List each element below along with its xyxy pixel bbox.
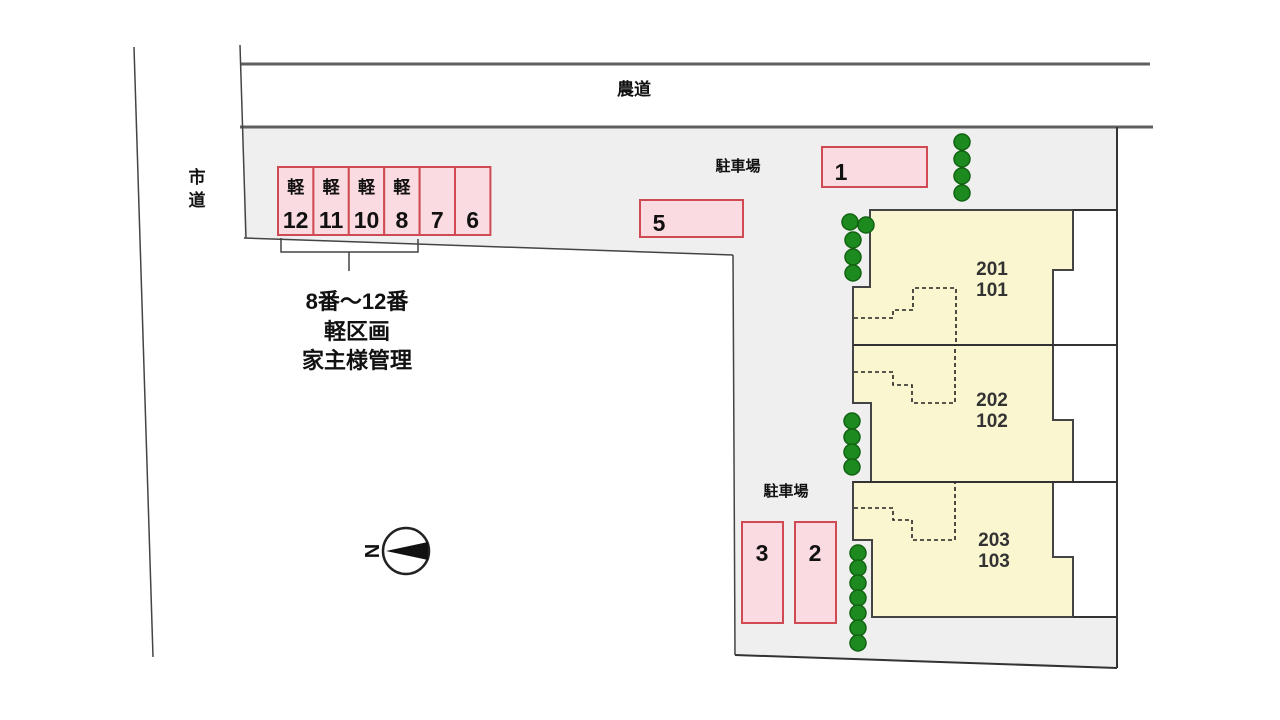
apartment-building: 201 101 202 102 203 103	[852, 209, 1117, 618]
entrance-steps-unit1	[854, 287, 957, 345]
unit-103-label: 103	[978, 551, 1010, 572]
parking-space-6	[454, 166, 492, 236]
annotation-line2: 軽区画	[324, 319, 390, 344]
parking-space-1	[821, 146, 928, 188]
building-outline	[852, 209, 1074, 618]
compass-north-letter: N	[362, 544, 384, 558]
space-number-3: 3	[756, 540, 769, 566]
parking-space-5-group: 5	[639, 199, 744, 238]
lower-parking-label: 駐車場	[763, 482, 808, 500]
annotation-brace	[280, 238, 419, 271]
property-boundary	[243, 127, 1118, 669]
tree-icon	[849, 619, 867, 637]
city-road-label-char2: 道	[189, 190, 206, 210]
boundary-upper-slant	[243, 237, 734, 256]
kei-tag-10: 軽	[358, 177, 376, 197]
unit-202-label: 202	[976, 390, 1008, 411]
parking-space-3-group: 3	[741, 521, 784, 624]
tree-icon	[857, 216, 875, 234]
farm-road: 農道	[239, 44, 1153, 239]
tree-icon	[849, 574, 867, 592]
tree-icon	[843, 412, 861, 430]
space-number-7: 7	[431, 207, 444, 233]
space-number-5: 5	[653, 210, 666, 236]
tree-icon	[843, 443, 861, 461]
tree-icon	[953, 184, 971, 202]
space-number-8: 8	[396, 207, 409, 233]
tree-icon	[843, 428, 861, 446]
parking-space-11	[312, 166, 350, 236]
tree-icon	[844, 231, 862, 249]
parking-space-12	[277, 166, 315, 236]
unit-203-label: 203	[978, 530, 1010, 551]
kei-annotation: 8番～12番 軽区画 家主様管理	[280, 238, 419, 373]
boundary-left-lower	[732, 254, 736, 656]
east-yard	[1053, 210, 1117, 617]
tree-icon	[844, 264, 862, 282]
space-number-2: 2	[809, 540, 822, 566]
city-road-line	[133, 46, 154, 658]
tree-icon	[849, 634, 867, 652]
kei-tag-12: 軽	[287, 177, 305, 197]
parking-space-1-group: 1	[821, 146, 928, 188]
tree-icon	[953, 150, 971, 168]
space-number-11: 11	[319, 207, 344, 233]
space-number-12: 12	[283, 207, 309, 233]
trees	[841, 133, 971, 652]
entrance-steps-unit3	[854, 482, 956, 541]
annotation-line1: 8番～12番	[306, 289, 410, 314]
tree-icon	[849, 544, 867, 562]
tree-icon	[953, 133, 971, 151]
entrance-steps-unit2	[854, 345, 956, 404]
compass-needle-icon	[386, 542, 428, 560]
farm-road-label: 農道	[617, 79, 651, 99]
kei-tag-8: 軽	[393, 177, 411, 197]
compass: N	[362, 526, 431, 576]
tree-icon	[953, 167, 971, 185]
city-road-label-char1: 市	[189, 167, 206, 187]
unit-201-label: 201	[976, 259, 1008, 280]
space-number-10: 10	[354, 207, 380, 233]
boundary-bottom	[734, 654, 1118, 669]
space-number-6: 6	[466, 207, 479, 233]
unit-101-label: 101	[976, 280, 1008, 301]
parking-space-2	[794, 521, 837, 624]
tree-icon	[844, 248, 862, 266]
parking-space-10	[347, 166, 386, 236]
tree-icon	[849, 559, 867, 577]
annotation-line3: 家主様管理	[302, 348, 412, 373]
tree-icon	[849, 589, 867, 607]
parking-space-2-group: 2	[794, 521, 837, 624]
kei-tag-11: 軽	[323, 177, 341, 197]
space-number-1: 1	[835, 159, 848, 185]
parking-space-7	[418, 166, 457, 236]
tree-icon	[841, 213, 859, 231]
city-road: 市 道	[133, 46, 206, 658]
kei-parking-row: 軽 軽 軽 軽 12 11 10 8 7 6	[277, 166, 492, 236]
farm-road-left-edge	[239, 44, 247, 239]
parking-space-5	[639, 199, 744, 238]
upper-parking-label: 駐車場	[715, 157, 760, 175]
parking-space-3	[741, 521, 784, 624]
tree-icon	[849, 604, 867, 622]
tree-icon	[843, 458, 861, 476]
unit-102-label: 102	[976, 411, 1008, 432]
